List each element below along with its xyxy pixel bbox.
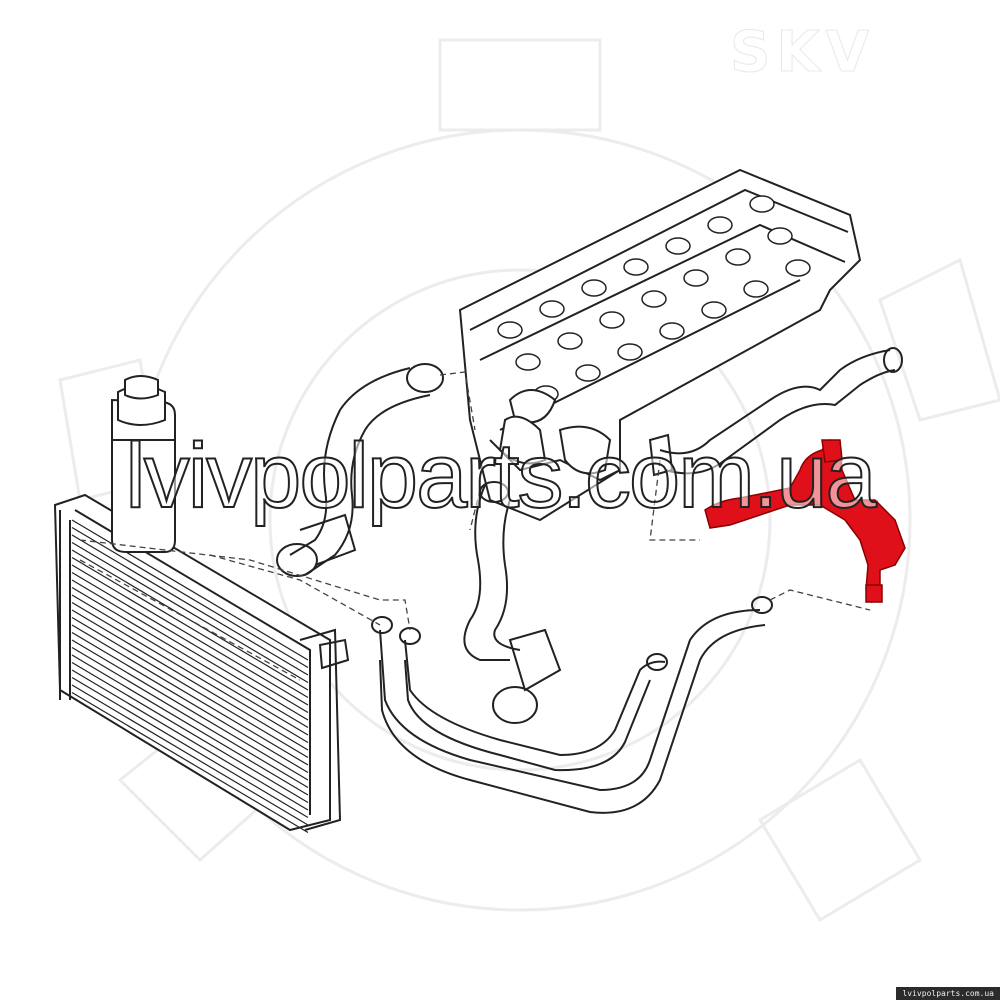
highlighted-coolant-pipe [704,439,906,604]
cam-lobe [743,280,769,298]
bottom-hoses [371,596,773,814]
cam-lobe [575,364,601,382]
radiator-fin [71,594,309,736]
radiator-fin [71,684,309,826]
cam-lobe [665,237,691,255]
cam-lobe [599,311,625,329]
cam-lobe [659,322,685,340]
radiator-fin [71,669,309,811]
radiator-fin [71,609,309,751]
radiator-fin [71,646,309,789]
cam-lobe [515,353,541,371]
radiator-fin [71,661,309,804]
radiator-fin [71,571,309,714]
cam-lobe [749,195,775,213]
cam-lobe [581,279,607,297]
expansion-tank [111,375,176,553]
radiator-fin [71,616,309,759]
cam-lobe [539,300,565,318]
footer-url-tag[interactable]: lvivpolparts.com.ua [896,987,1000,1000]
right-upper-hose [648,347,903,477]
radiator-fin [71,631,309,774]
cam-lobe [497,321,523,339]
radiator-fin [71,691,309,834]
cam-lobe [683,269,709,287]
cam-lobe [707,216,733,234]
cam-lobe [617,343,643,361]
radiator-fin [71,639,309,781]
radiator-fin [71,586,309,729]
site-watermark: lvivpolparts.com.ua [124,425,877,527]
radiator-fin [71,676,309,819]
radiator-fin [71,654,309,796]
cam-lobe [623,258,649,276]
engine-cylinder-head [458,168,862,522]
upper-radiator-hose [276,363,444,577]
skv-logo: SKV [729,20,876,86]
radiator-fin [71,541,309,684]
lower-main-hose [463,481,562,724]
cam-lobe [557,332,583,350]
cam-lobe [785,259,811,277]
cam-lobe [641,290,667,308]
radiator-fin [71,556,309,699]
radiator-fin [71,526,309,669]
radiator [53,493,350,834]
cam-lobe [767,227,793,245]
radiator-fin [71,564,309,706]
radiator-fin [71,601,309,744]
dashed-connection-lines [79,371,871,681]
radiator-fin [71,534,309,676]
cam-lobe [725,248,751,266]
radiator-fin [71,624,309,766]
radiator-fin [71,579,309,721]
cam-lobe [701,301,727,319]
